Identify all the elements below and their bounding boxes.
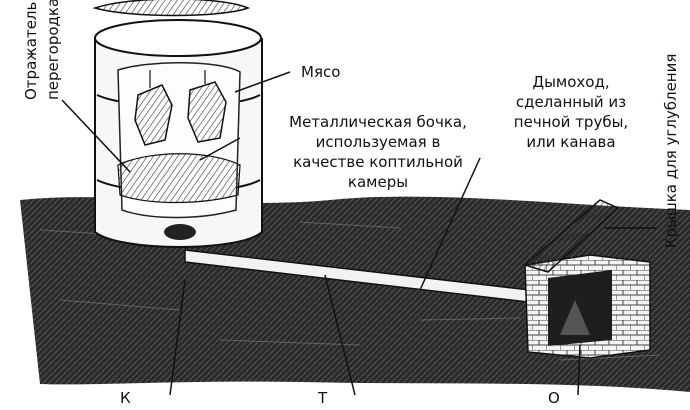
barrel-label-line4: камеры xyxy=(347,173,409,191)
chimney-label-line2: сделанный из xyxy=(515,93,627,111)
reflector-label-line1: Отражатель xyxy=(22,1,40,100)
bottom-left-label: К xyxy=(120,389,131,407)
chimney-label: Дымоход, сделанный из печной трубы, или … xyxy=(496,72,646,152)
barrel-lid xyxy=(92,0,251,17)
chimney-label-line1: Дымоход, xyxy=(532,73,610,91)
bottom-right-label: О xyxy=(548,389,560,407)
reflector-label-line2: перегородка xyxy=(44,0,62,100)
barrel-label-line1: Металлическая бочка, xyxy=(289,113,467,131)
barrel-label-line3: качестве коптильной xyxy=(293,153,463,171)
bottom-mid-label: Т xyxy=(318,389,328,407)
meat-label: Мясо xyxy=(301,63,341,81)
fire-pit xyxy=(524,254,651,359)
chimney-label-line3: печной трубы, xyxy=(513,113,629,131)
barrel-label-line2: используемая в xyxy=(315,133,441,151)
barrel xyxy=(94,19,263,248)
pit-cover xyxy=(523,199,620,273)
chimney-label-line4: или канава xyxy=(526,133,616,151)
pit-cover-label: Крышка для углубления xyxy=(662,53,680,248)
leader-lines xyxy=(61,71,657,396)
barrel-label: Металлическая бочка, используемая в каче… xyxy=(268,112,488,192)
